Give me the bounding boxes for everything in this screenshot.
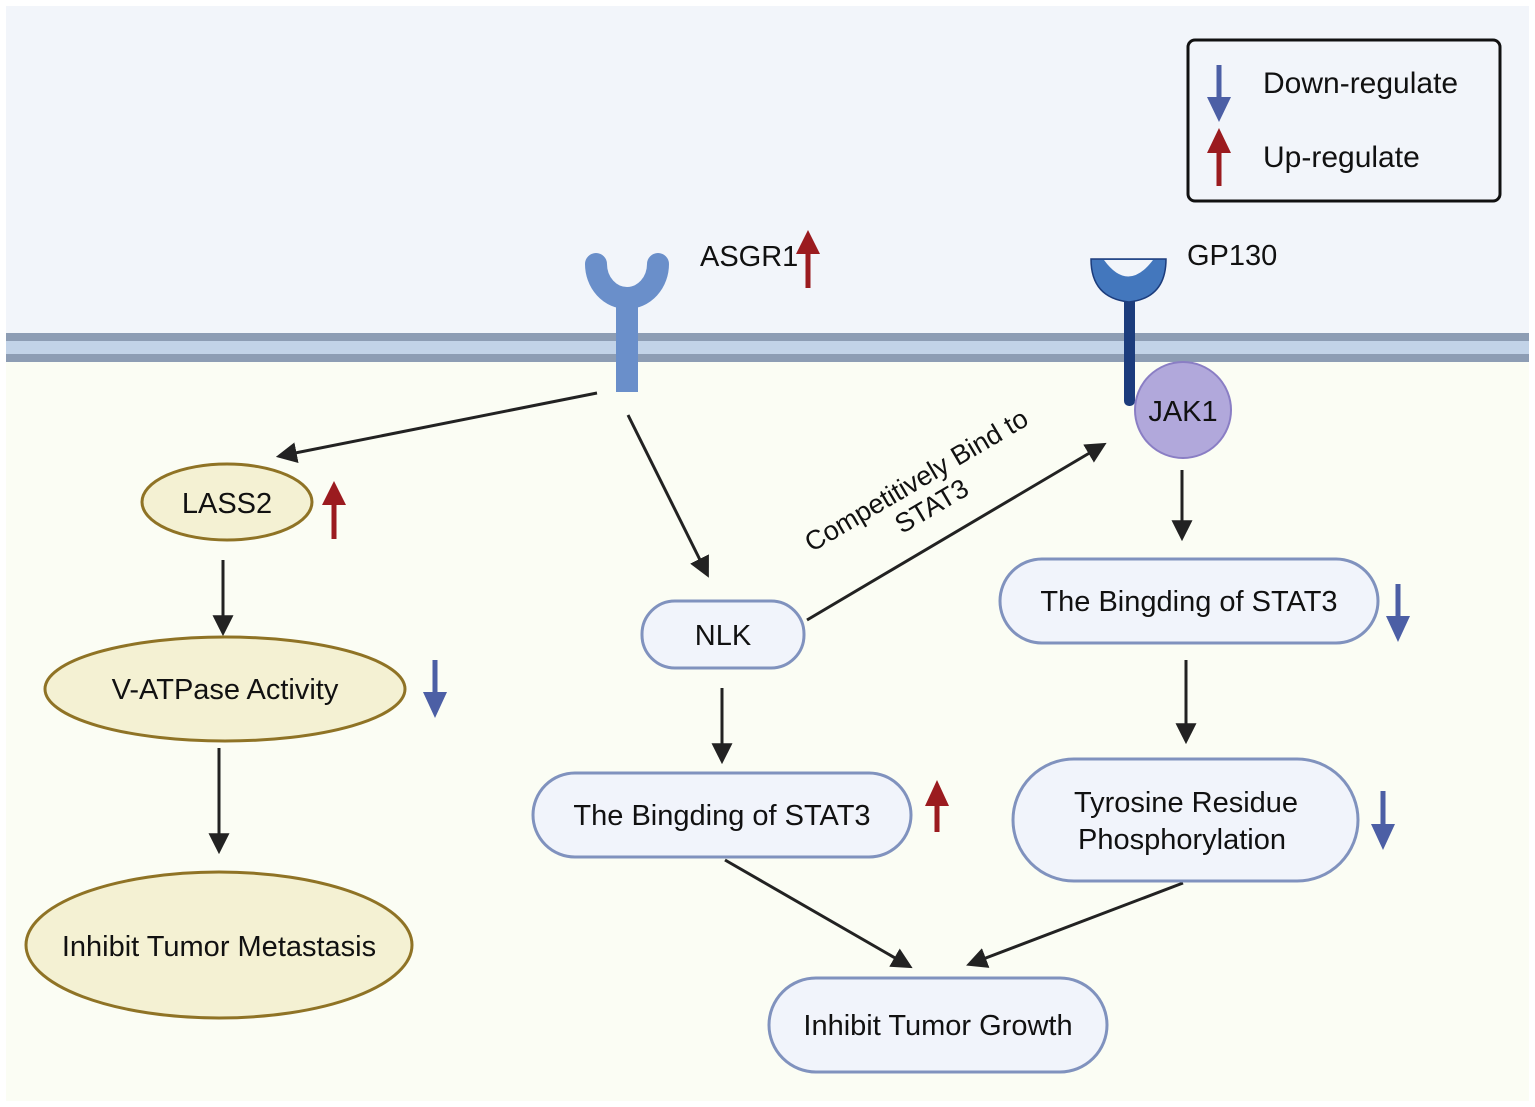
nlk-node: NLK	[640, 599, 806, 670]
stat3-right-down-arrow-icon	[1386, 584, 1410, 642]
metastasis-node: Inhibit Tumor Metastasis	[24, 870, 414, 1020]
svg-text:The Bingding of STAT3: The Bingding of STAT3	[573, 800, 870, 832]
lass2-up-arrow-icon	[322, 481, 346, 539]
svg-text:Phosphorylation: Phosphorylation	[1078, 824, 1286, 856]
tumor-growth-node: Inhibit Tumor Growth	[767, 976, 1109, 1074]
vatpase-down-arrow-icon	[423, 660, 447, 718]
arrow-asgr1-to-nlk	[626, 414, 709, 578]
asgr1-receptor-icon	[585, 253, 669, 392]
asgr1-label: ASGR1	[700, 241, 798, 273]
gp130-receptor-icon	[1090, 258, 1167, 406]
arrow-asgr1-to-lass2	[275, 391, 598, 464]
cell-membrane	[6, 333, 1529, 362]
stat3-left-up-arrow-icon	[925, 780, 949, 832]
svg-text:NLK: NLK	[695, 620, 752, 652]
tyrosine-down-arrow-icon	[1371, 791, 1395, 850]
down-arrow-icon	[1207, 65, 1231, 122]
legend: Down-regulate Up-regulate	[1186, 38, 1502, 203]
up-arrow-icon	[1207, 128, 1231, 186]
svg-text:Inhibit Tumor Metastasis: Inhibit Tumor Metastasis	[62, 931, 376, 963]
stat3-binding-left-node: The Bingding of STAT3	[531, 771, 913, 859]
vatpase-node: V-ATPase Activity	[43, 635, 407, 743]
arrow-tyrosine-to-growth	[966, 881, 1184, 968]
svg-text:LASS2: LASS2	[182, 488, 272, 520]
svg-text:Tyrosine Residue: Tyrosine Residue	[1074, 787, 1298, 819]
arrow-nlk-to-jak1	[806, 442, 1107, 622]
lass2-node: LASS2	[140, 462, 314, 542]
arrow-stat3-to-growth	[724, 858, 913, 969]
svg-text:V-ATPase Activity: V-ATPase Activity	[112, 674, 339, 706]
tyrosine-phosphorylation-node: Tyrosine Residue Phosphorylation	[1011, 757, 1360, 883]
stat3-binding-right-node: The Bingding of STAT3	[998, 557, 1380, 645]
gp130-label: GP130	[1187, 240, 1277, 272]
svg-text:Inhibit Tumor Growth: Inhibit Tumor Growth	[803, 1010, 1072, 1042]
svg-text:The Bingding of STAT3: The Bingding of STAT3	[1040, 586, 1337, 618]
legend-up-label: Up-regulate	[1263, 141, 1420, 174]
jak1-node: JAK1	[1134, 361, 1232, 459]
jak1-label: JAK1	[1148, 396, 1217, 428]
legend-down-label: Down-regulate	[1263, 67, 1458, 100]
asgr1-up-arrow-icon	[796, 230, 820, 288]
pathway-arrows	[208, 391, 1197, 969]
